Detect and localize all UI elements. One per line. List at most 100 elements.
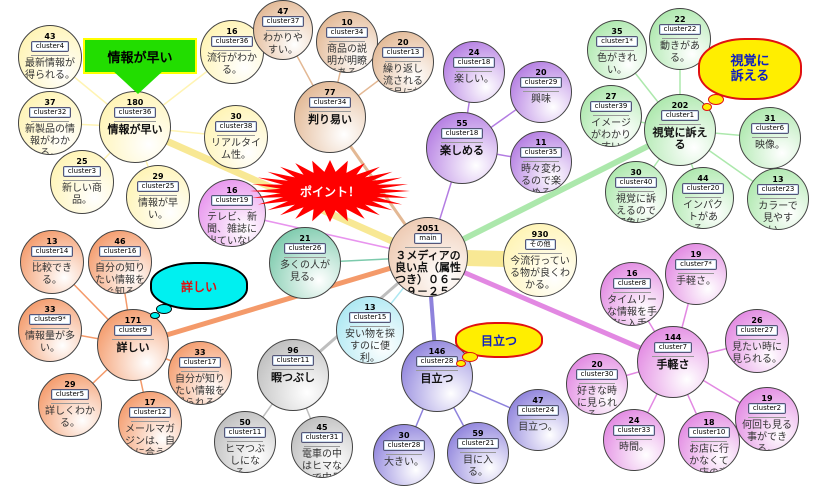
node-divider <box>613 292 651 293</box>
cluster-node[interactable]: 20 cluster13 繰り返し流される商品に対するコ <box>372 31 434 93</box>
cluster-node[interactable]: 22 cluster22 動きがある。 <box>649 8 711 70</box>
cluster-node[interactable]: 19 cluster2 何回も見る事ができる。 <box>735 387 799 451</box>
node-text: 詳しい <box>116 341 150 354</box>
starburst-shape <box>250 160 410 222</box>
node-text: ３メディアの良い点（属性つき）０６－９－２５ <box>395 249 461 297</box>
cluster-hub-node[interactable]: 144 cluster7 手軽さ <box>637 326 709 398</box>
cluster-node[interactable]: 17 cluster12 メールマガジンは、自分に合うも <box>118 391 182 455</box>
node-divider <box>579 383 615 384</box>
cluster-node[interactable]: 35 cluster1* 色がきれい。 <box>587 20 647 80</box>
cluster-node[interactable]: 29 cluster5 詳しくわかる。 <box>38 373 102 437</box>
cluster-node[interactable]: 25 cluster3 新しい商品。 <box>50 150 114 214</box>
cluster-node[interactable]: 18 cluster10 お店に行かなくても店の商品を見 <box>678 411 740 473</box>
cluster-node[interactable]: 33 cluster9* 情報量が多い。 <box>18 298 82 362</box>
cluster-node[interactable]: 47 cluster37 わかりやすい。 <box>253 0 313 60</box>
node-divider <box>31 121 69 122</box>
cluster-node[interactable]: 46 cluster16 自分の知りたい情報をすぐ知るこ <box>88 230 152 294</box>
cluster-node[interactable]: 930 その他 今流行っている物が良くわかる。 <box>503 223 577 297</box>
node-divider <box>738 339 776 340</box>
node-label: cluster28 <box>415 356 459 367</box>
node-text: 興味 <box>531 94 551 105</box>
node-divider <box>760 198 796 199</box>
node-text: 目立つ。 <box>518 422 558 433</box>
node-count: 33 <box>44 305 56 314</box>
node-label: cluster31 <box>300 432 344 443</box>
node-divider <box>691 441 727 442</box>
node-divider <box>659 124 701 125</box>
node-label: cluster22 <box>658 24 702 35</box>
node-label: cluster9* <box>29 314 71 325</box>
cluster-hub-node[interactable]: 2051 main ３メディアの良い点（属性つき）０６－９－２５ <box>388 217 468 297</box>
node-count: 37 <box>44 98 56 107</box>
node-count: 16 <box>626 269 638 278</box>
node-divider <box>33 260 71 261</box>
cluster-node[interactable]: 16 cluster19 テレビ、新聞、雑誌に出ていない商品情報を得る事 <box>198 179 266 247</box>
node-text: 好きな時に見られる。 <box>577 386 617 414</box>
node-count: 55 <box>456 119 468 128</box>
node-text: 電車の中はヒマなので中吊り広告 <box>302 449 342 477</box>
cluster-node[interactable]: 44 cluster20 インパクトがある。 <box>672 167 734 229</box>
cluster-hub-node[interactable]: 96 cluster11 暇つぶし <box>257 339 329 411</box>
cluster-hub-node[interactable]: 180 cluster36 情報が早い <box>99 91 171 163</box>
node-text: 楽しめる <box>440 144 484 157</box>
cluster-node[interactable]: 20 cluster30 好きな時に見られる。 <box>566 353 628 415</box>
node-label: cluster12 <box>128 407 172 418</box>
cluster-node[interactable]: 10 cluster34 商品の説明が明瞭である。 <box>316 11 378 73</box>
cluster-node[interactable]: 13 cluster14 比較できる。 <box>20 230 84 294</box>
cluster-node[interactable]: 30 cluster38 リアルタイム性。 <box>204 105 268 169</box>
cluster-node[interactable]: 16 cluster8 タイムリーな情報を手軽に入手で <box>600 262 664 326</box>
cluster-node[interactable]: 45 cluster31 電車の中はヒマなので中吊り広告 <box>291 416 353 478</box>
cluster-node[interactable]: 13 cluster23 カラーで見やすい。 <box>747 168 809 230</box>
node-count: 20 <box>591 360 603 369</box>
cluster-node[interactable]: 30 cluster40 視覚に訴えるので印象に残る。 <box>605 161 667 223</box>
node-label: cluster7* <box>675 259 717 270</box>
node-label: cluster6 <box>750 123 790 134</box>
node-divider <box>416 370 458 371</box>
stand-out-cloud: 目立つ <box>455 322 543 358</box>
node-label: cluster23 <box>756 184 800 195</box>
cluster-node[interactable]: 24 cluster33 時間。 <box>603 409 665 471</box>
node-label: cluster18 <box>452 57 496 68</box>
node-divider <box>309 111 351 112</box>
cluster-node[interactable]: 11 cluster35 時々変わるので楽しめる。 <box>510 131 572 193</box>
cluster-node[interactable]: 30 cluster28 大きい。 <box>373 424 435 486</box>
cluster-node[interactable]: 43 cluster4 最新情報が得られる。 <box>18 25 82 89</box>
node-count: 19 <box>690 250 702 259</box>
cluster-node[interactable]: 31 cluster6 映像。 <box>739 107 801 169</box>
cluster-node[interactable]: 24 cluster18 楽しい。 <box>443 41 505 103</box>
node-label: main <box>414 233 442 244</box>
cluster-hub-node[interactable]: 55 cluster18 楽しめる <box>426 112 498 184</box>
node-count: 35 <box>611 27 623 36</box>
cluster-node[interactable]: 37 cluster32 新製品の情報がわかる。 <box>18 91 82 155</box>
node-count: 24 <box>628 416 640 425</box>
cluster-node[interactable]: 16 cluster36 流行がわかる。 <box>200 20 264 84</box>
node-label: cluster37 <box>261 16 305 27</box>
cluster-hub-node[interactable]: 77 cluster34 判り易い <box>294 81 366 153</box>
node-label: cluster35 <box>519 147 563 158</box>
node-text: 手軽さ <box>656 358 690 371</box>
node-label: cluster9 <box>113 325 153 336</box>
node-count: 50 <box>239 418 251 427</box>
starburst-icon <box>250 160 410 222</box>
cluster-node[interactable]: 59 cluster21 目に入る。 <box>447 422 509 484</box>
cluster-hub-node[interactable]: 171 cluster9 詳しい <box>97 309 169 381</box>
node-divider <box>386 454 422 455</box>
cluster-node[interactable]: 20 cluster29 興味 <box>510 61 572 123</box>
cluster-node[interactable]: 26 cluster27 見たい時に見られる。 <box>725 309 789 373</box>
cluster-node[interactable]: 33 cluster17 自分が知りたい情報を得られる。 <box>168 341 232 405</box>
node-label: cluster13 <box>381 47 425 58</box>
cluster-node[interactable]: 19 cluster7* 手軽さ。 <box>665 243 727 305</box>
cluster-hub-node[interactable]: 146 cluster28 目立つ <box>401 340 473 412</box>
cluster-node[interactable]: 50 cluster11 ヒマつぶしになる。 <box>214 411 276 473</box>
cluster-node[interactable]: 47 cluster24 目立つ。 <box>507 389 569 451</box>
node-label: cluster8 <box>612 278 652 289</box>
cluster-node[interactable]: 27 cluster39 イメージがわかりやすい。 <box>580 85 642 147</box>
cluster-node[interactable]: 21 cluster26 多くの人が見る。 <box>269 227 341 299</box>
node-label: cluster34 <box>325 27 369 38</box>
node-divider <box>685 197 721 198</box>
node-label: cluster2 <box>747 403 787 414</box>
node-text: 情報が早い。 <box>138 198 178 221</box>
node-count: 180 <box>126 98 144 107</box>
cluster-node[interactable]: 13 cluster15 安い物を探すのに便利。 <box>336 296 404 364</box>
cluster-node[interactable]: 29 cluster25 情報が早い。 <box>126 165 190 229</box>
